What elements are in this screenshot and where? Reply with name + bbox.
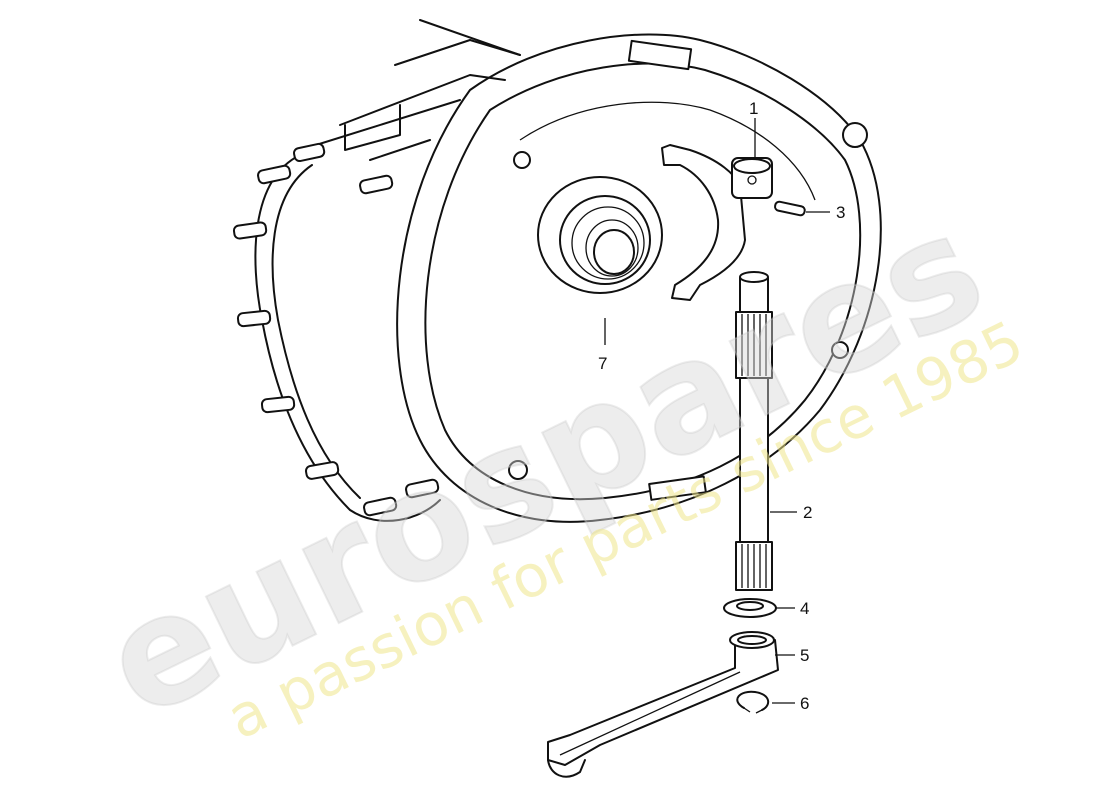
callout-7: 7 — [598, 354, 607, 373]
release-lever — [547, 631, 779, 778]
circlip — [736, 690, 770, 714]
fork-pin — [774, 200, 806, 217]
housing-studs — [232, 142, 440, 517]
leader-lines — [604, 118, 830, 704]
callout-labels: 1 2 3 4 5 6 7 — [598, 99, 845, 713]
callout-1: 1 — [749, 99, 758, 118]
callout-4: 4 — [800, 599, 809, 618]
watermark-brand: eurospares — [80, 180, 1009, 752]
callout-6: 6 — [800, 694, 809, 713]
guide-sleeve — [537, 176, 663, 294]
callout-2: 2 — [803, 503, 812, 522]
callout-3: 3 — [836, 203, 845, 222]
release-shaft — [735, 271, 773, 591]
release-fork — [661, 144, 773, 301]
transmission-housing — [232, 19, 882, 523]
washer — [723, 598, 777, 618]
callout-5: 5 — [800, 646, 809, 665]
